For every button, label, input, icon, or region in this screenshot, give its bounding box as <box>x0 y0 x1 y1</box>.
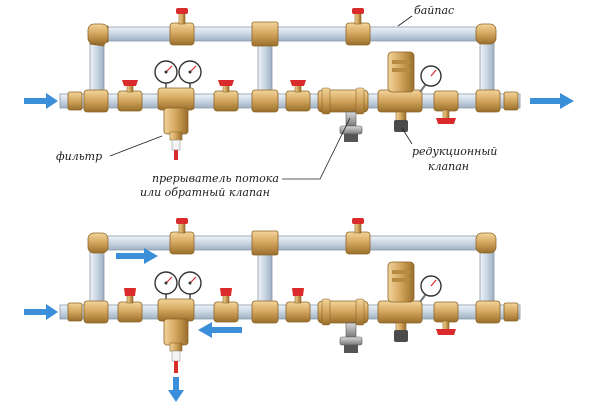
arrow-right-icon <box>24 93 58 109</box>
pressure-gauge-icon <box>419 65 442 93</box>
pressure-gauge-icon <box>178 271 202 299</box>
flow-breaker-label-line1: прерыватель потока <box>152 172 279 185</box>
pressure-reducer <box>377 51 442 132</box>
flow-breaker-leader <box>282 117 351 180</box>
arrow-right-icon <box>116 248 158 264</box>
pressure-gauge-icon <box>154 60 178 88</box>
bypass-valve-right[interactable] <box>345 218 371 255</box>
ball-valve-icon[interactable] <box>285 288 311 323</box>
filter <box>154 271 202 373</box>
valve-handle[interactable] <box>352 218 364 224</box>
valve-handle[interactable] <box>176 218 188 224</box>
elbow-right-body <box>475 232 497 254</box>
check-valve <box>317 298 369 353</box>
arrow-right-icon <box>24 304 58 320</box>
elbow-left-body <box>87 23 109 45</box>
reducer-label-line1: редукционный <box>412 145 497 158</box>
ball-valve-icon[interactable] <box>213 288 239 323</box>
elbow-left-body <box>87 232 109 254</box>
ball-valve-icon[interactable] <box>213 80 239 112</box>
flow-breaker-label-line2: или обратный клапан <box>140 186 270 199</box>
coupling <box>503 302 519 322</box>
filter-leader <box>109 135 163 157</box>
coupling <box>503 91 519 111</box>
riser-right <box>479 245 495 309</box>
tee-middle <box>251 300 279 324</box>
riser-middle <box>257 37 273 99</box>
elbow-right-body <box>475 23 497 45</box>
pressure-gauge-icon <box>178 60 202 88</box>
bypass-valve-right[interactable] <box>345 8 371 46</box>
check-valve <box>317 87 369 142</box>
reducer-label-line2: клапан <box>428 160 469 173</box>
tee-right <box>475 300 501 324</box>
arrow-left-icon <box>198 322 242 338</box>
arrow-right-icon <box>530 93 574 109</box>
tee-left <box>83 300 109 324</box>
pressure-gauge-icon <box>419 275 442 303</box>
bypass-leader <box>397 15 413 27</box>
valve-handle[interactable] <box>176 8 188 14</box>
ball-valve-icon[interactable] <box>433 90 459 124</box>
top-scheme: байпас фильтр прерыватель потока или обр… <box>24 4 574 199</box>
bypass-valve-left[interactable] <box>169 8 195 46</box>
tee-right <box>475 89 501 113</box>
arrow-down-icon <box>168 377 184 402</box>
ball-valve-icon[interactable] <box>285 80 311 112</box>
pressure-reducer <box>377 261 442 342</box>
bypass-pipe <box>97 26 491 42</box>
filter <box>154 60 202 160</box>
ball-valve-icon[interactable] <box>117 288 143 323</box>
ball-valve-icon[interactable] <box>433 301 459 335</box>
pressure-gauge-icon <box>154 271 178 299</box>
tee-bypass-middle <box>251 230 279 256</box>
tee-bypass-middle <box>251 21 279 47</box>
reducer-leader <box>401 127 413 145</box>
riser-left <box>89 37 105 99</box>
coupling <box>67 302 83 322</box>
valve-handle[interactable] <box>352 8 364 14</box>
bypass-valve-left[interactable] <box>169 218 195 255</box>
tee-middle <box>251 89 279 113</box>
filter-label: фильтр <box>56 150 102 163</box>
bypass-pipe <box>97 235 491 251</box>
coupling <box>67 91 83 111</box>
riser-left <box>89 245 105 309</box>
bypass-label: байпас <box>414 4 454 17</box>
bottom-scheme <box>24 218 521 402</box>
riser-right <box>479 37 495 99</box>
tee-left <box>83 89 109 113</box>
ball-valve-icon[interactable] <box>117 80 143 112</box>
